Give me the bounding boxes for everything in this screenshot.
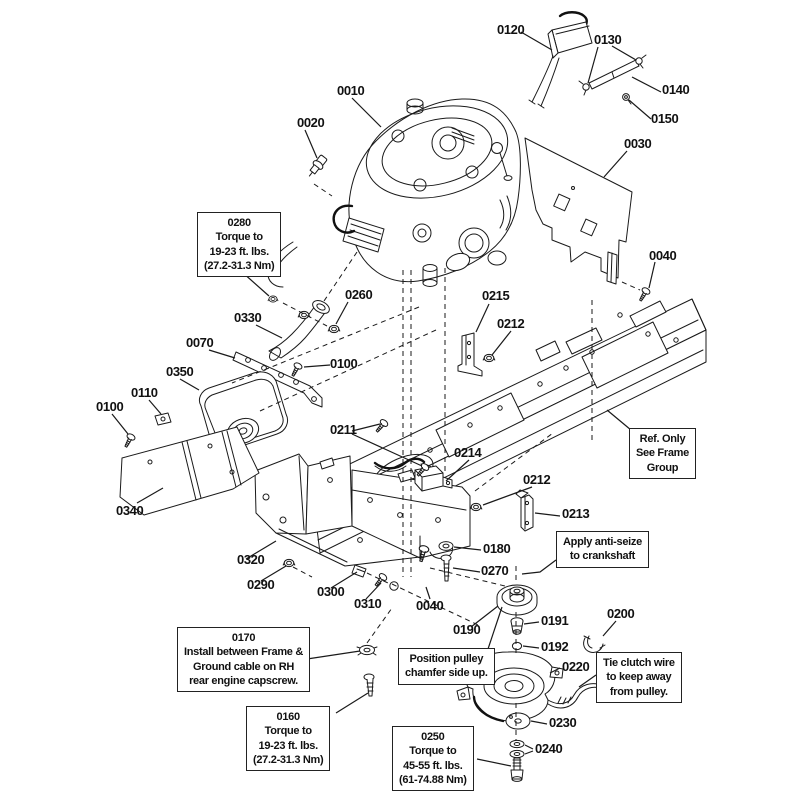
clip-pin-0130-right bbox=[635, 54, 647, 69]
nut-0280 bbox=[267, 295, 279, 303]
part-label-0020: 0020 bbox=[297, 115, 325, 130]
washer-0180 bbox=[438, 541, 454, 551]
part-label-0010: 0010 bbox=[337, 83, 365, 98]
part-label-0220: 0220 bbox=[562, 659, 590, 674]
bolt-0270 bbox=[440, 554, 452, 582]
part-label-0300: 0300 bbox=[317, 584, 345, 599]
part-label-0270: 0270 bbox=[481, 563, 509, 578]
nut-0290 bbox=[282, 558, 296, 568]
strap-bracket-0213 bbox=[515, 489, 534, 532]
part-label-0190: 0190 bbox=[453, 622, 481, 637]
washer-0230 bbox=[505, 712, 531, 730]
support-bracket-0215 bbox=[457, 332, 483, 377]
note-0170: 0170 Install between Frame & Ground cabl… bbox=[177, 627, 311, 693]
part-label-0230: 0230 bbox=[549, 715, 577, 730]
washer-0310 bbox=[389, 581, 399, 591]
part-label-0240: 0240 bbox=[535, 741, 563, 756]
spacer-0191 bbox=[510, 617, 524, 635]
spark-plug bbox=[308, 154, 328, 177]
part-label-0140: 0140 bbox=[662, 82, 690, 97]
screw-0100-left bbox=[121, 432, 137, 450]
nut-0260 bbox=[327, 324, 341, 334]
clutch-bolt-0250 bbox=[510, 757, 524, 782]
note-tie-clutch: Tie clutch wire to keep away from pulley… bbox=[596, 652, 682, 703]
part-label-0214: 0214 bbox=[454, 445, 482, 460]
part-label-0310: 0310 bbox=[354, 596, 382, 611]
washers-0240 bbox=[509, 739, 525, 759]
part-label-0350: 0350 bbox=[166, 364, 194, 379]
ignition-key-switch bbox=[528, 11, 593, 109]
part-label-0030: 0030 bbox=[624, 136, 652, 151]
note-anti-seize: Apply anti-seize to crankshaft bbox=[556, 531, 649, 568]
part-label-0290: 0290 bbox=[247, 577, 275, 592]
part-label-0180: 0180 bbox=[483, 541, 511, 556]
heat-shield-panel bbox=[524, 137, 633, 285]
note-ref-only: Ref. Only See Frame Group bbox=[629, 428, 696, 479]
clip-nut-0110 bbox=[154, 412, 172, 426]
part-label-0150: 0150 bbox=[651, 111, 679, 126]
linkage-rod-0140 bbox=[588, 59, 640, 90]
part-label-0200: 0200 bbox=[607, 606, 635, 621]
part-label-0192: 0192 bbox=[541, 639, 569, 654]
screw-0100-right bbox=[288, 361, 304, 379]
clip-pin-0130-left bbox=[578, 80, 590, 96]
ball-0192 bbox=[511, 641, 523, 651]
part-label-0120: 0120 bbox=[497, 22, 525, 37]
part-label-0320: 0320 bbox=[237, 552, 265, 567]
part-label-0100-left: 0100 bbox=[96, 399, 124, 414]
note-0280: 0280 Torque to 19-23 ft. lbs. (27.2-31.3… bbox=[197, 212, 282, 278]
nut-0212-lower bbox=[469, 502, 483, 512]
screw-0211-a bbox=[373, 417, 390, 435]
muffler-bracket-0070 bbox=[232, 351, 323, 408]
screw-0040-top bbox=[636, 285, 652, 304]
part-label-0215: 0215 bbox=[482, 288, 510, 303]
part-label-0340: 0340 bbox=[116, 503, 144, 518]
pulley-0190 bbox=[496, 584, 538, 616]
part-label-0040-bottom: 0040 bbox=[416, 598, 444, 613]
screw-0310 bbox=[372, 571, 389, 589]
capscrew-0160 bbox=[363, 673, 375, 697]
assembly-dashed-lines bbox=[231, 183, 641, 740]
part-label-0110: 0110 bbox=[131, 385, 158, 400]
flange-nut bbox=[297, 310, 311, 320]
clutch-wire bbox=[547, 683, 604, 709]
leader-lines bbox=[111, 31, 662, 767]
part-label-0211: 0211 bbox=[330, 422, 357, 437]
note-0250: 0250 Torque to 45-55 ft. lbs. (61-74.88 … bbox=[392, 726, 474, 792]
part-label-0070: 0070 bbox=[186, 335, 214, 350]
part-label-0130: 0130 bbox=[594, 32, 622, 47]
part-label-0213: 0213 bbox=[562, 506, 590, 521]
part-label-0260: 0260 bbox=[345, 287, 373, 302]
note-position-pulley: Position pulley chamfer side up. bbox=[398, 648, 495, 685]
push-nut-0150 bbox=[622, 93, 632, 105]
wiring-cable bbox=[373, 457, 426, 472]
part-label-0100-right: 0100 bbox=[330, 356, 358, 371]
wire-tie-0200 bbox=[583, 635, 606, 653]
part-label-0212-lower: 0212 bbox=[523, 472, 551, 487]
part-label-0040-top: 0040 bbox=[649, 248, 677, 263]
engine bbox=[267, 98, 521, 288]
frame-holes bbox=[357, 312, 679, 483]
ground-washer-0170 bbox=[356, 644, 378, 656]
part-label-0191: 0191 bbox=[541, 613, 569, 628]
muffler-heat-shield-0340 bbox=[119, 426, 260, 516]
clip-0300 bbox=[351, 564, 367, 578]
part-label-0330: 0330 bbox=[234, 310, 262, 325]
part-label-0212-upper: 0212 bbox=[497, 316, 525, 331]
nut-0212-upper bbox=[482, 353, 496, 363]
note-0160: 0160 Torque to 19-23 ft. lbs. (27.2-31.3… bbox=[246, 706, 331, 772]
exhaust-pipe bbox=[268, 300, 330, 361]
